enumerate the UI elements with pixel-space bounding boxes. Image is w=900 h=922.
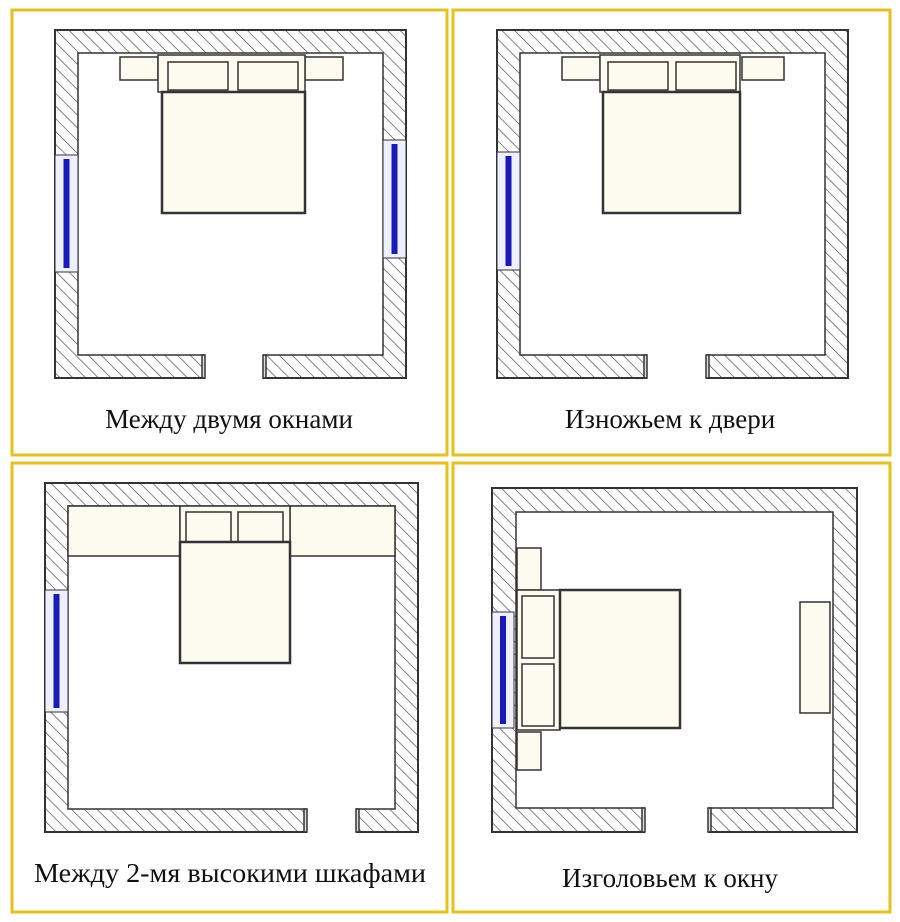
wardrobe: [67, 505, 181, 557]
window-glass: [505, 156, 512, 266]
caption-head-to-window: Изголовьем к окну: [562, 863, 779, 893]
pillow: [185, 511, 232, 545]
window-glass: [391, 144, 398, 254]
door-jamb: [303, 808, 308, 833]
door-jamb: [705, 354, 710, 379]
nightstand: [119, 56, 159, 81]
wardrobe: [289, 505, 396, 557]
window-glass: [53, 594, 60, 708]
nightstand: [304, 56, 344, 81]
window-glass: [500, 616, 506, 724]
caption-between-wardrobes: Между 2-мя высокими шкафами: [34, 858, 426, 888]
bed: [558, 588, 682, 730]
bed: [601, 90, 742, 215]
window-glass: [63, 159, 70, 268]
bed: [160, 90, 307, 215]
caption-foot-to-door: Изножьем к двери: [565, 404, 775, 434]
door-jamb: [201, 354, 206, 379]
door-opening: [307, 808, 356, 835]
panel-foot-to-door: [451, 8, 892, 457]
nightstand: [516, 547, 542, 591]
panel-between-wardrobes: [10, 461, 449, 914]
pillow: [521, 663, 555, 727]
pillow: [607, 61, 669, 91]
panel-between-windows: [10, 8, 449, 457]
door-jamb: [643, 354, 648, 379]
door-opening: [645, 807, 708, 835]
pillow: [167, 61, 229, 91]
door-opening: [205, 354, 263, 381]
bed: [178, 540, 292, 665]
door-jamb: [707, 807, 712, 833]
pillow: [675, 61, 737, 91]
dresser: [799, 601, 831, 714]
nightstand: [741, 56, 785, 81]
caption-between-windows: Между двумя окнами: [105, 404, 353, 434]
nightstand: [516, 731, 542, 771]
pillow: [237, 511, 284, 545]
door-jamb: [355, 808, 360, 833]
door-jamb: [641, 807, 646, 833]
door-jamb: [262, 354, 267, 379]
panel-head-to-window: [451, 461, 892, 914]
pillow: [237, 61, 299, 91]
pillow: [521, 595, 555, 659]
door-opening: [647, 354, 706, 381]
nightstand: [561, 56, 601, 81]
